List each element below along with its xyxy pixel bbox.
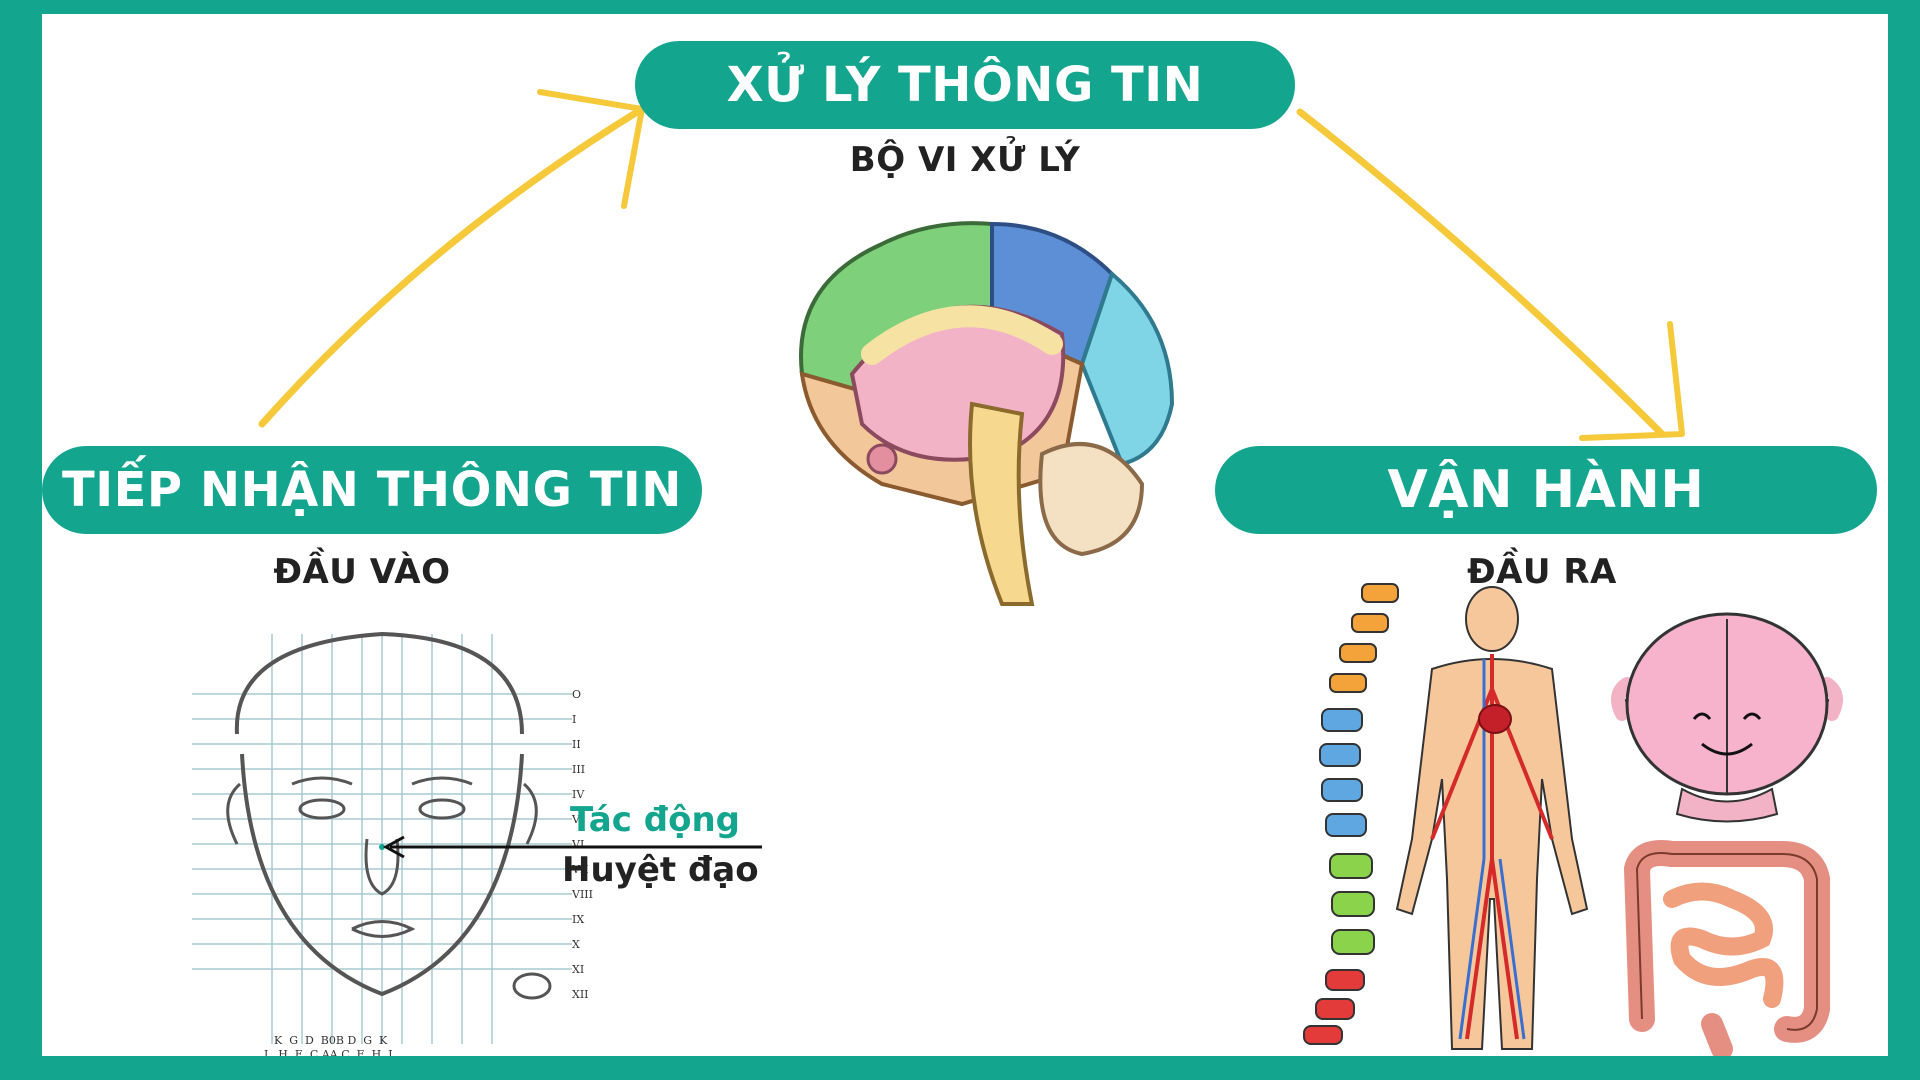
row-label: O [572,688,582,701]
node-process-subtitle: BỘ VI XỬ LÝ [849,140,1081,180]
face-chart-col-labels-bottom: L H E C AA C E H L [264,1048,396,1056]
process-title-text: XỬ LÝ THÔNG TIN [726,57,1204,113]
output-title-text: VẬN HÀNH [1387,460,1705,520]
diagram-canvas: XỬ LÝ THÔNG TIN BỘ VI XỬ LÝ TIẾP NHẬN TH… [42,14,1888,1056]
row-label: III [572,763,586,776]
face-chart-row-labels: O I II III IV V VI VII VIII IX X XI XII [572,682,602,1007]
node-input-subtitle: ĐẦU VÀO [273,552,451,592]
arrow-process-to-output [1296,108,1685,441]
face-chart-col-labels-top: K G D B0B D G K [274,1034,388,1047]
node-output-title: VẬN HÀNH [1215,446,1877,534]
row-label: VIII [572,888,593,901]
brain-illustration [799,221,1175,606]
acupoint-label: Huyệt đạo [562,850,759,890]
node-input-title: TIẾP NHẬN THÔNG TIN [42,446,702,534]
circulatory-body-illustration [1395,586,1589,1050]
row-label: I [572,713,577,726]
acupoint-pointer-arrow [382,835,762,859]
spine-illustration [1303,583,1399,1045]
input-title-text: TIẾP NHẬN THÔNG TIN [62,462,682,518]
face-acupoint-chart [192,631,572,1044]
row-label: V [572,813,580,826]
intestines-illustration [1623,840,1830,1056]
row-label: XII [572,988,589,1001]
row-label: II [572,738,581,751]
node-process-title: XỬ LÝ THÔNG TIN [635,41,1295,129]
row-label: X [572,938,580,951]
stimulate-label: Tác động [570,800,740,840]
row-label: XI [572,963,585,976]
row-label: IV [572,788,585,801]
happy-brain-illustration [1611,612,1843,823]
node-output-subtitle: ĐẦU RA [1467,552,1617,592]
row-label: IX [572,913,585,926]
row-label: VII [572,863,589,876]
